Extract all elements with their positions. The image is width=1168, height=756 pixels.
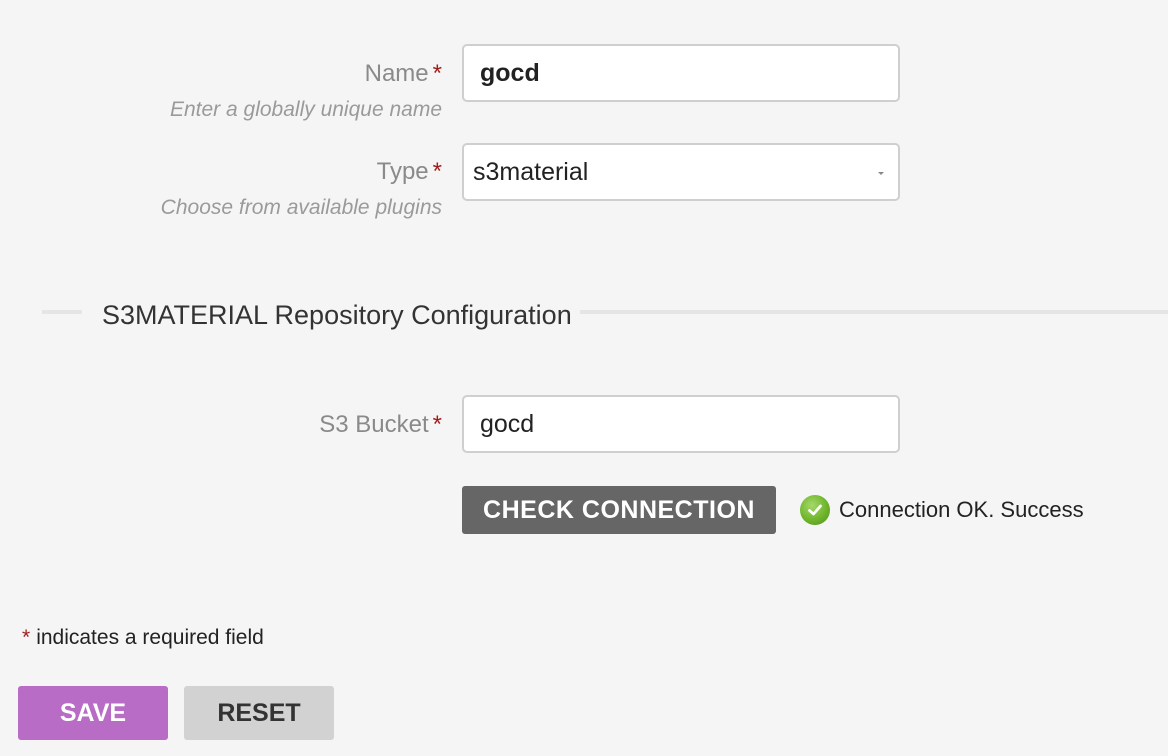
required-star: *: [432, 411, 442, 438]
save-button[interactable]: SAVE: [18, 686, 168, 740]
required-field-note: *indicates a required field: [22, 626, 264, 650]
type-hint: Choose from available plugins: [160, 196, 442, 219]
section-header: S3MATERIAL Repository Configuration: [0, 300, 1168, 334]
reset-button[interactable]: RESET: [184, 686, 334, 740]
name-label: Name: [364, 60, 429, 87]
section-divider: [580, 310, 1168, 314]
required-star: *: [432, 60, 442, 87]
type-label: Type: [376, 158, 429, 185]
required-star: *: [432, 158, 442, 185]
s3-bucket-label-group: S3 Bucket*: [319, 411, 442, 439]
checkmark-icon: [808, 504, 822, 516]
type-label-group: Type* Choose from available plugins: [161, 158, 442, 220]
name-hint: Enter a globally unique name: [169, 98, 442, 121]
check-circle-icon: [800, 495, 830, 525]
required-note-text: indicates a required field: [36, 626, 264, 649]
name-label-group: Name* Enter a globally unique name: [170, 60, 442, 122]
required-star: *: [22, 626, 31, 649]
type-select[interactable]: s3material: [462, 143, 900, 201]
connection-status: Connection OK. Success: [800, 495, 1084, 525]
caret-down-icon: [878, 172, 884, 175]
s3-bucket-label: S3 Bucket: [319, 411, 429, 438]
type-select-value: s3material: [473, 157, 589, 186]
section-divider: [42, 310, 82, 314]
section-title: S3MATERIAL Repository Configuration: [102, 300, 572, 330]
s3-bucket-input[interactable]: [462, 395, 900, 453]
connection-status-text: Connection OK. Success: [839, 497, 1084, 522]
name-input[interactable]: [462, 44, 900, 102]
check-connection-button[interactable]: CHECK CONNECTION: [462, 486, 776, 534]
